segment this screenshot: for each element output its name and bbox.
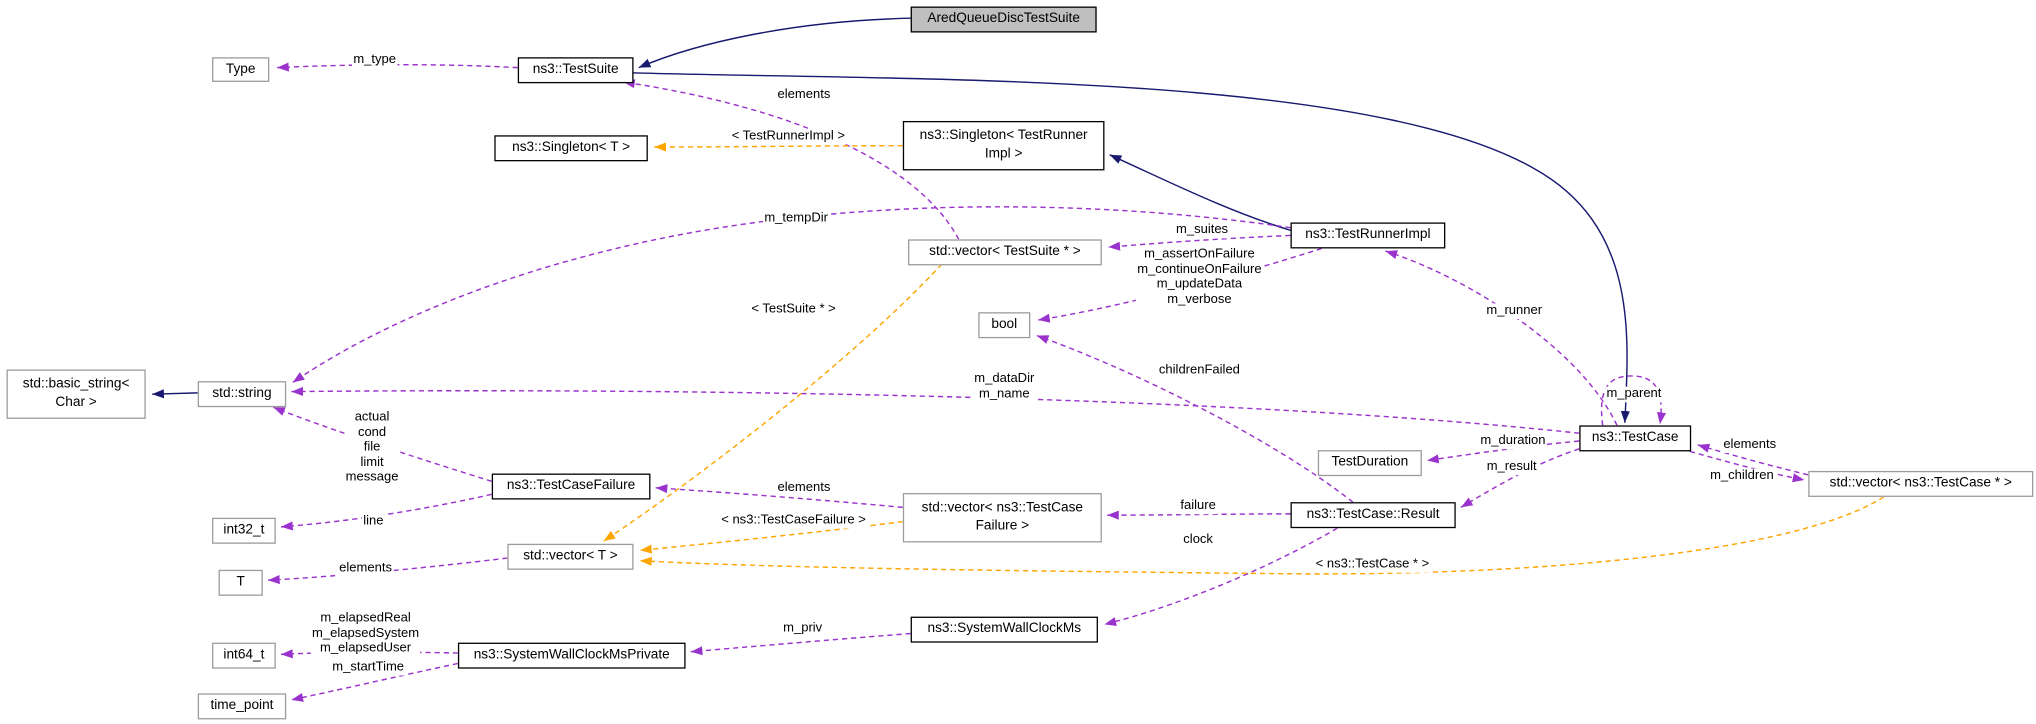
edge-inherit-testrunnerimpl-singleton <box>1109 154 1291 231</box>
edge-usage-elapsed <box>280 649 458 659</box>
edge-usage-m-tempdir <box>292 206 1291 384</box>
edge-label-m-suites: m_suites <box>1174 222 1230 238</box>
edge-usage-children-failed <box>1036 334 1354 503</box>
node-test-case-failure[interactable]: ns3::TestCaseFailure <box>491 473 651 500</box>
node-test-suite[interactable]: ns3::TestSuite <box>517 57 634 84</box>
node-int32-t: int32_t <box>212 517 276 544</box>
node-test-case[interactable]: ns3::TestCase <box>1579 425 1692 452</box>
edge-usage-clock <box>1104 527 1338 627</box>
edge-label-clock: clock <box>1181 532 1215 548</box>
edge-label-template-test-suite: < TestSuite * > <box>750 302 838 318</box>
edge-label-template-test-case: < ns3::TestCase * > <box>1314 557 1431 573</box>
edge-usage-failure <box>1107 510 1291 520</box>
edge-inherit-testsuite-testcase <box>632 72 1630 423</box>
edge-label-m-parent: m_parent <box>1605 386 1663 402</box>
node-time-point: time_point <box>197 693 287 720</box>
edge-label-elements-t: elements <box>337 561 394 576</box>
edge-label-elements-children: elements <box>1722 437 1778 453</box>
edge-label-m-children: m_children <box>1708 468 1776 484</box>
edge-label-elements-suites: elements <box>776 87 832 103</box>
edge-label-elements-failures: elements <box>776 480 832 496</box>
edge-label-m-datadir-m-name: m_dataDir m_name <box>972 371 1036 402</box>
edge-label-template-failure: < ns3::TestCaseFailure > <box>719 512 868 528</box>
node-bool: bool <box>978 312 1031 339</box>
node-singleton-test-runner-impl[interactable]: ns3::Singleton< TestRunner Impl > <box>902 120 1105 171</box>
edge-label-m-result: m_result <box>1485 459 1538 475</box>
node-vector-test-suite: std::vector< TestSuite * > <box>908 239 1102 266</box>
edge-usage-m-duration <box>1426 440 1580 464</box>
node-ared-queue-disc-test-suite: AredQueueDiscTestSuite <box>910 6 1097 33</box>
node-basic-string: std::basic_string< Char > <box>6 369 146 419</box>
edge-template-vector-testsuite <box>603 263 943 542</box>
edge-label-m-tempdir: m_tempDir <box>763 211 830 227</box>
edge-usage-m-children <box>1689 450 1805 483</box>
edge-usage-elements-children <box>1697 443 1809 476</box>
edge-label-failure-strings: actual cond file limit message <box>344 410 400 485</box>
edge-usage-line <box>280 493 492 531</box>
edge-label-m-type: m_type <box>352 52 398 68</box>
edge-label-template-test-runner: < TestRunnerImpl > <box>730 129 847 145</box>
node-singleton-t[interactable]: ns3::Singleton< T > <box>494 135 648 162</box>
edge-template-vector-failure <box>639 520 903 554</box>
edge-usage-m-starttime <box>291 662 459 702</box>
edge-usage-m-priv <box>690 632 911 656</box>
edge-usage-m-type <box>277 62 518 72</box>
node-test-runner-impl[interactable]: ns3::TestRunnerImpl <box>1290 222 1446 249</box>
node-std-string: std::string <box>197 381 287 408</box>
edge-label-m-priv: m_priv <box>781 620 824 636</box>
edge-label-failure: failure <box>1179 498 1218 514</box>
node-vector-test-case-failure: std::vector< ns3::TestCase Failure > <box>902 493 1102 543</box>
edge-label-runner-flags: m_assertOnFailure m_continueOnFailure m_… <box>1135 247 1263 308</box>
node-vector-test-case: std::vector< ns3::TestCase * > <box>1808 470 2034 497</box>
edge-label-elapsed: m_elapsedReal m_elapsedSystem m_elapsedU… <box>310 611 421 656</box>
node-system-wall-clock-ms-private[interactable]: ns3::SystemWallClockMsPrivate <box>457 642 686 669</box>
edge-label-m-duration: m_duration <box>1479 433 1547 449</box>
node-system-wall-clock-ms[interactable]: ns3::SystemWallClockMs <box>910 616 1098 643</box>
edge-usage-m-suites <box>1108 234 1291 251</box>
edge-usage-m-parent-selfloop <box>1600 375 1667 426</box>
node-t: T <box>218 569 263 596</box>
edge-label-m-runner: m_runner <box>1485 303 1544 319</box>
edge-label-m-starttime: m_startTime <box>330 659 406 675</box>
edge-template-singleton <box>654 142 903 152</box>
edge-usage-m-runner <box>1385 250 1618 426</box>
node-test-duration: TestDuration <box>1317 450 1422 477</box>
edge-template-vector-testcase <box>640 496 1885 575</box>
edge-inherit-string-basicstring <box>152 389 198 399</box>
edge-usage-m-result <box>1460 448 1580 508</box>
edge-inherit-ared-testsuite <box>638 17 911 69</box>
node-vector-t: std::vector< T > <box>507 543 634 570</box>
edge-usage-failure-strings <box>272 406 492 483</box>
edge-usage-m-datadir-m-name <box>291 386 1580 434</box>
node-test-case-result[interactable]: ns3::TestCase::Result <box>1290 502 1456 529</box>
edge-usage-elements-failures <box>655 484 903 509</box>
node-type: Type <box>212 57 270 82</box>
edge-label-children-failed: childrenFailed <box>1157 363 1242 379</box>
edge-label-line: line <box>361 514 385 530</box>
node-int64-t: int64_t <box>212 642 276 669</box>
